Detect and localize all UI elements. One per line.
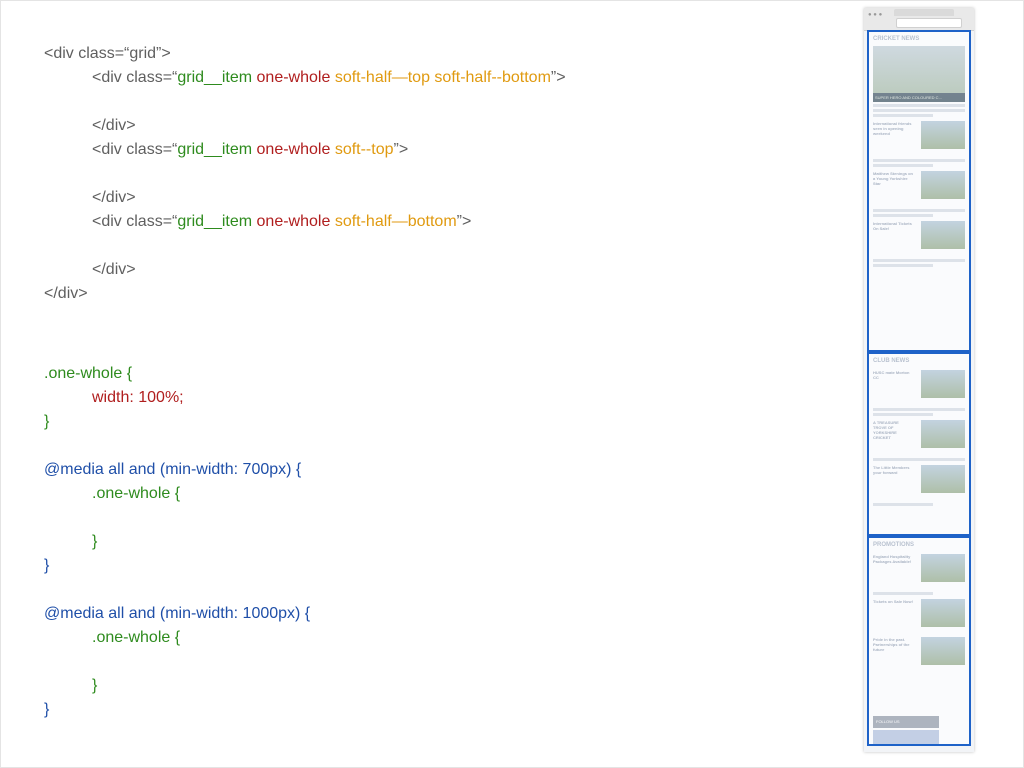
code-token: ”> <box>550 69 566 86</box>
follow-us-bar: FOLLOW US <box>873 716 939 728</box>
text-placeholder <box>873 109 965 112</box>
code-token: ”> <box>393 141 409 158</box>
window-controls-icon: ● ● ● <box>868 12 883 18</box>
news-headline: The Little Members your forward <box>873 465 910 475</box>
promo-headline: Pride in the past. Partnerships of the f… <box>873 637 910 652</box>
text-placeholder <box>873 413 933 416</box>
text-placeholder <box>873 209 965 212</box>
text-placeholder <box>873 164 933 167</box>
hero-image: SUPER HERO AND COLOURED C... <box>873 46 965 102</box>
code-token: <div class=“ <box>92 213 178 230</box>
text-placeholder <box>873 259 965 262</box>
news-headline: HUSC mate Morton CC <box>873 370 910 380</box>
news-headline: Matthew Stenings on a Young Yorkshire St… <box>873 171 913 186</box>
css-inner-selector-700: .one-whole { <box>92 485 181 502</box>
text-placeholder <box>873 159 965 162</box>
social-icons <box>873 730 939 744</box>
promo-headline: Tickets on Sale Now! <box>873 599 913 604</box>
css-media-1000: @media all and (min-width: 1000px) { <box>44 605 311 622</box>
news-headline: International friends seen in opening we… <box>873 121 912 136</box>
code-token-grid-item: grid__item <box>177 213 253 230</box>
promo-headline: England Hospitality Packages Available! <box>873 554 912 564</box>
news-thumbnail <box>921 221 965 249</box>
promo-thumbnail <box>921 599 965 627</box>
news-thumbnail <box>921 171 965 199</box>
code-line-item-1: <div class=“grid__item one-whole soft-ha… <box>92 66 566 90</box>
css-code-block: .one-whole { width: 100%; } @media all a… <box>44 362 744 722</box>
text-placeholder <box>873 214 933 217</box>
browser-tab <box>894 9 954 16</box>
news-row: HUSC mate Morton CC <box>873 370 965 404</box>
hero-caption: SUPER HERO AND COLOURED C... <box>873 93 965 102</box>
section-cricket-news: CRICKET NEWS SUPER HERO AND COLOURED C..… <box>867 30 971 352</box>
section-title: CLUB NEWS <box>873 358 910 364</box>
promo-thumbnail <box>921 554 965 582</box>
code-token-one-whole: one-whole <box>256 213 331 230</box>
code-token: <div class=“ <box>92 69 178 86</box>
css-selector-one-whole: .one-whole { <box>44 365 133 382</box>
code-token-soft: soft--top <box>334 141 394 158</box>
text-placeholder <box>873 114 933 117</box>
code-token-one-whole: one-whole <box>256 141 331 158</box>
news-row: International friends seen in opening we… <box>873 121 965 155</box>
news-headline: International Tickets On Sale! <box>873 221 912 231</box>
text-placeholder <box>873 458 965 461</box>
news-row: A TREASURE TROVE OF YORKSHIRE CRICKET <box>873 420 965 454</box>
news-thumbnail <box>921 370 965 398</box>
css-inner-close-700: } <box>92 533 98 550</box>
promo-row: Tickets on Sale Now! <box>873 599 965 633</box>
news-row: Matthew Stenings on a Young Yorkshire St… <box>873 171 965 205</box>
code-token-soft: soft-half—bottom <box>334 213 457 230</box>
code-line-grid-open: <div class=“grid”> <box>44 45 171 62</box>
css-width-rule: width: 100%; <box>92 389 184 406</box>
section-title: CRICKET NEWS <box>873 36 920 42</box>
news-headline: A TREASURE TROVE OF YORKSHIRE CRICKET <box>873 420 899 440</box>
code-token: ”> <box>456 213 472 230</box>
browser-chrome: ● ● ● <box>864 8 974 31</box>
news-thumbnail <box>921 420 965 448</box>
mobile-site-mockup: ● ● ● CRICKET NEWS SUPER HERO AND COLOUR… <box>864 8 974 752</box>
text-placeholder <box>873 264 933 267</box>
code-line-close-3: </div> <box>92 261 136 278</box>
news-thumbnail <box>921 465 965 493</box>
text-placeholder <box>873 592 933 595</box>
code-token: <div class=“ <box>92 141 178 158</box>
code-token-soft: soft-half—top soft-half--bottom <box>334 69 551 86</box>
css-media-close-700: } <box>44 557 50 574</box>
promo-thumbnail <box>921 637 965 665</box>
css-media-700: @media all and (min-width: 700px) { <box>44 461 302 478</box>
text-placeholder <box>873 503 933 506</box>
code-line-item-3: <div class=“grid__item one-whole soft-ha… <box>92 210 471 234</box>
text-placeholder <box>873 408 965 411</box>
html-code-block: <div class=“grid”> <div class=“grid__ite… <box>44 42 744 322</box>
css-close: } <box>44 413 50 430</box>
promo-row: England Hospitality Packages Available! <box>873 554 965 588</box>
code-line-close-2: </div> <box>92 189 136 206</box>
section-club-news: CLUB NEWS HUSC mate Morton CC A TREASURE… <box>867 352 971 536</box>
text-placeholder <box>873 104 965 107</box>
code-line-close-1: </div> <box>92 117 136 134</box>
code-token-grid-item: grid__item <box>177 69 253 86</box>
section-promotions: PROMOTIONS England Hospitality Packages … <box>867 536 971 746</box>
section-title: PROMOTIONS <box>873 542 915 548</box>
news-thumbnail <box>921 121 965 149</box>
css-media-close-1000: } <box>44 701 50 718</box>
code-token-one-whole: one-whole <box>256 69 331 86</box>
css-inner-selector-1000: .one-whole { <box>92 629 181 646</box>
promo-row: Pride in the past. Partnerships of the f… <box>873 637 965 671</box>
news-row: The Little Members your forward <box>873 465 965 499</box>
code-line-item-2: <div class=“grid__item one-whole soft--t… <box>92 138 408 162</box>
news-row: International Tickets On Sale! <box>873 221 965 255</box>
code-token-grid-item: grid__item <box>177 141 253 158</box>
address-bar <box>896 18 962 28</box>
code-line-grid-close: </div> <box>44 285 88 302</box>
css-inner-close-1000: } <box>92 677 98 694</box>
